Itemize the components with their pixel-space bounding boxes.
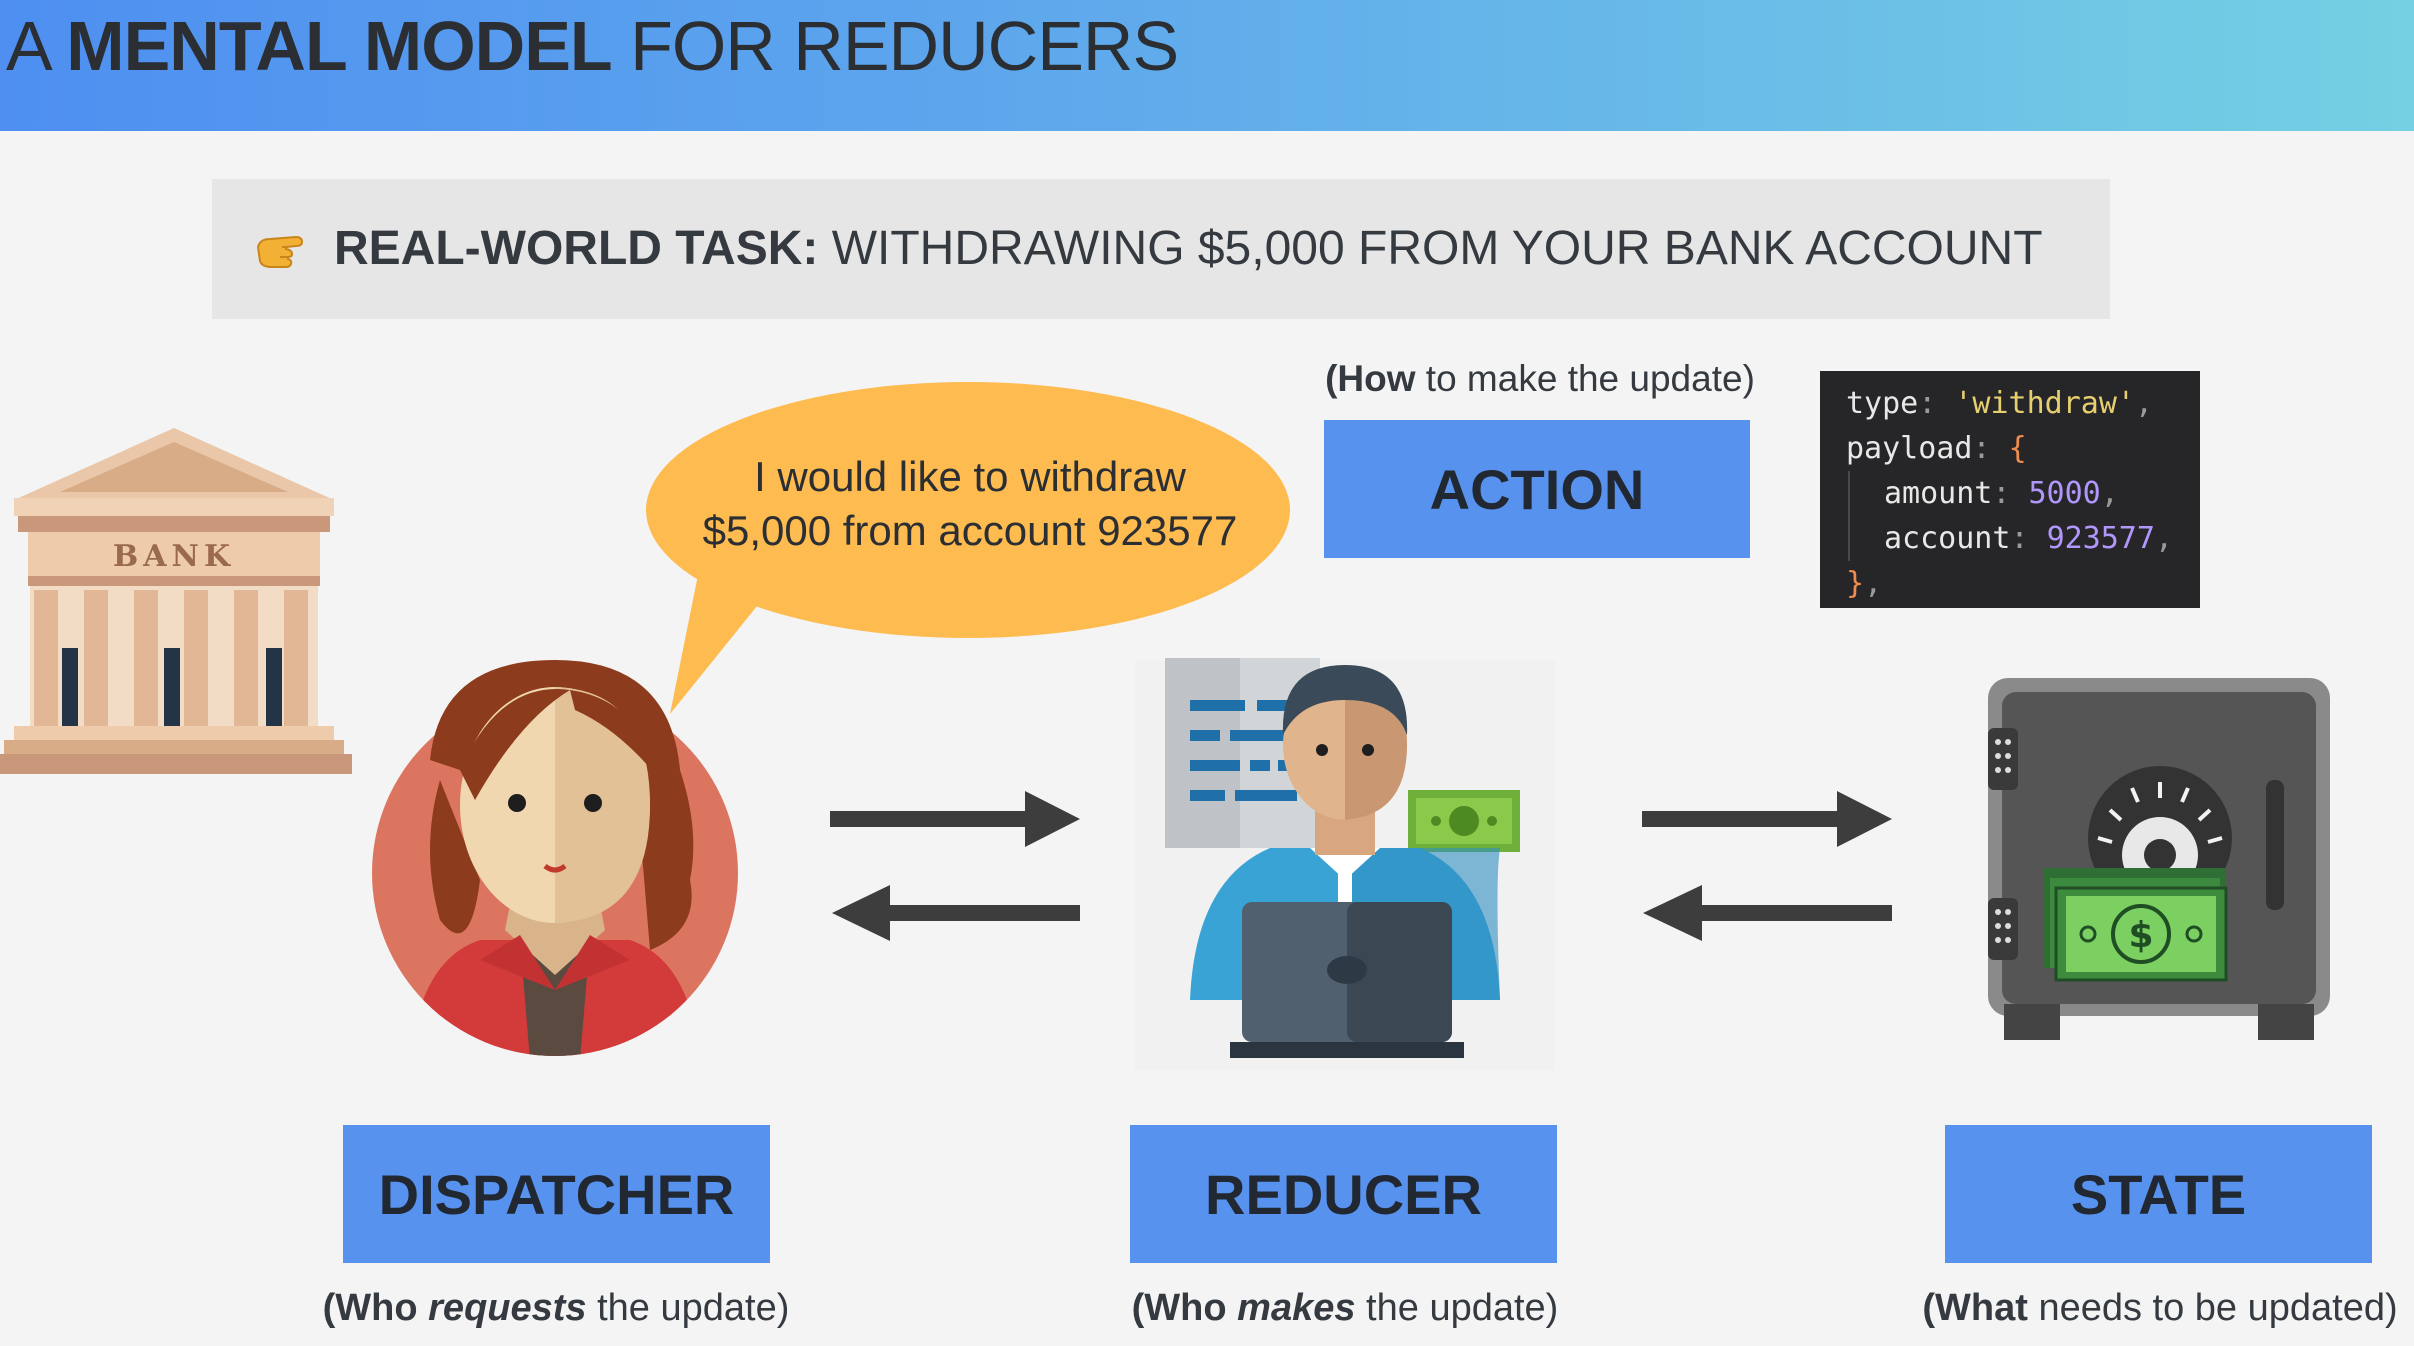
speech-text: I would like to withdraw $5,000 from acc… [650, 450, 1290, 558]
bank-sign: BANK [113, 539, 235, 574]
header-banner: A MENTAL MODEL FOR REDUCERS [0, 0, 2414, 131]
speech-line-1: I would like to withdraw [754, 453, 1186, 500]
reducer-caption-pre: (Who [1131, 1287, 1238, 1329]
title-prefix: A [6, 7, 67, 85]
task-banner: REAL-WORLD TASK: WITHDRAWING $5,000 FROM… [212, 179, 2110, 319]
dispatcher-avatar [372, 660, 738, 1056]
arrow-right-dispatcher-to-reducer [830, 791, 1080, 847]
dispatcher-caption-pre: (Who [322, 1287, 429, 1329]
state-label: STATE [1945, 1125, 2372, 1263]
code-type-key: type [1846, 386, 1919, 421]
code-payload-key: payload [1846, 431, 1973, 466]
state-caption: (What needs to be updated) [1880, 1282, 2414, 1334]
title-bold: MENTAL MODEL [66, 7, 612, 85]
money-stack-icon: $ [2044, 868, 2228, 982]
action-caption-rest: to make the update) [1415, 358, 1755, 399]
task-description: WITHDRAWING $5,000 FROM YOUR BANK ACCOUN… [818, 222, 2043, 275]
action-caption-bold: (How [1325, 358, 1416, 399]
state-caption-bold: (What [1922, 1287, 2028, 1329]
reducer-caption-emphasis: makes [1237, 1287, 1356, 1329]
action-caption: (How to make the update) [1300, 354, 1780, 404]
reducer-caption-post: the update) [1355, 1287, 1559, 1329]
reducer-person-icon [1135, 658, 1555, 1070]
code-type-value: 'withdraw' [1954, 386, 2135, 421]
dispatcher-caption-post: the update) [586, 1287, 790, 1329]
pointing-hand-icon [256, 235, 304, 268]
dispatcher-caption-emphasis: requests [428, 1287, 587, 1329]
arrow-left-reducer-to-dispatcher [832, 885, 1080, 941]
arrow-left-state-to-reducer [1643, 885, 1892, 941]
speech-bubble [646, 382, 1290, 714]
speech-line-2: $5,000 from account 923577 [702, 507, 1238, 554]
code-amount-key: amount [1884, 476, 1993, 511]
cash-icon [1408, 790, 1520, 852]
bank-building-icon: BANK [0, 428, 352, 774]
dispatcher-caption: (Who requests the update) [256, 1282, 856, 1334]
safe-icon: $ [1988, 678, 2330, 1040]
code-amount-value: 5000 [2028, 476, 2101, 511]
state-caption-post: needs to be updated) [2027, 1287, 2398, 1329]
dispatcher-label: DISPATCHER [343, 1125, 770, 1263]
code-account-value: 923577 [2046, 521, 2155, 556]
title-suffix: FOR REDUCERS [611, 7, 1179, 85]
arrow-right-reducer-to-state [1642, 791, 1892, 847]
code-account-key: account [1884, 521, 2011, 556]
reducer-label: REDUCER [1130, 1125, 1557, 1263]
action-code-block: type: 'withdraw', payload: { amount: 500… [1820, 371, 2200, 608]
svg-text:$: $ [2128, 915, 2153, 956]
reducer-caption: (Who makes the update) [1045, 1282, 1645, 1334]
arrows [830, 791, 1892, 941]
action-label: ACTION [1324, 420, 1750, 558]
task-text: REAL-WORLD TASK: WITHDRAWING $5,000 FROM… [334, 217, 2043, 281]
task-label: REAL-WORLD TASK: [334, 222, 819, 275]
page-title: A MENTAL MODEL FOR REDUCERS [6, 6, 1179, 86]
